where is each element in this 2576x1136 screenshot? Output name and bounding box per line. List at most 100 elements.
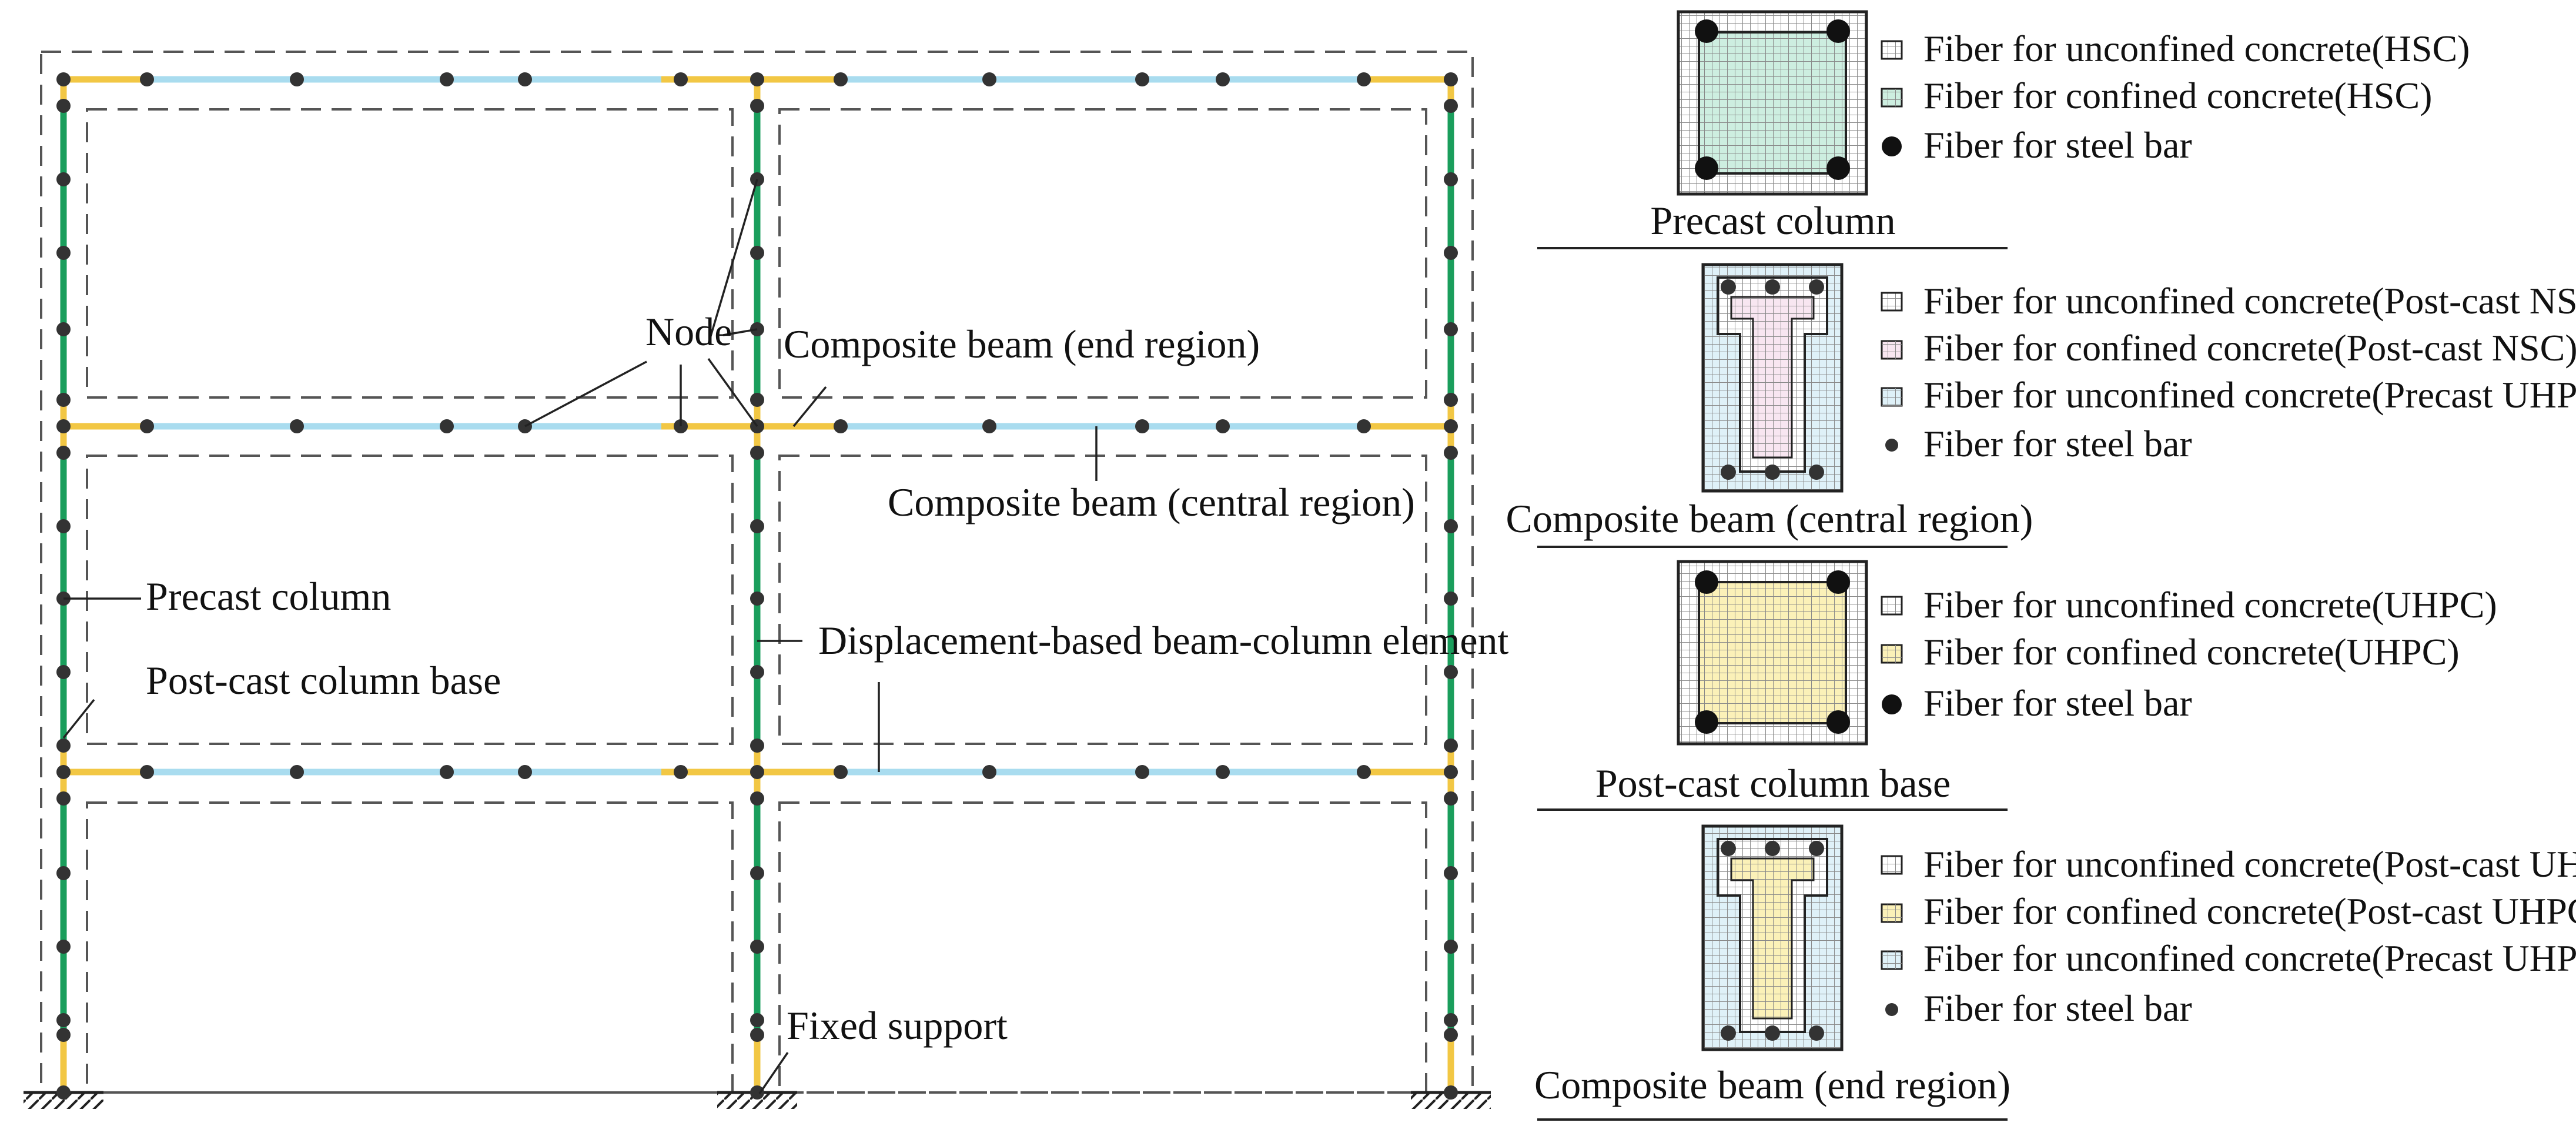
frame-node xyxy=(750,393,764,407)
frame-node xyxy=(56,739,71,753)
frame-node xyxy=(56,1028,71,1042)
frame-node xyxy=(56,99,71,113)
frame-node xyxy=(56,519,71,533)
frame-node xyxy=(1357,72,1371,86)
legend-text: Fiber for steel bar xyxy=(1923,124,2192,166)
section-2-legend: Fiber for unconfined concrete(Post-cast … xyxy=(1881,280,2576,465)
frame-node xyxy=(1444,99,1458,113)
section-2-drawing xyxy=(1701,263,1844,493)
frame-node xyxy=(56,665,71,679)
frame-node xyxy=(1444,246,1458,260)
frame-node xyxy=(56,791,71,806)
legend-swatch xyxy=(1881,855,1903,875)
legend-text: Fiber for confined concrete(Post-cast NS… xyxy=(1923,327,2576,369)
frame-node xyxy=(440,419,454,433)
frame-node xyxy=(290,72,304,86)
beam-group xyxy=(63,76,1451,776)
section-3-legend: Fiber for unconfined concrete(UHPC) Fibe… xyxy=(1881,584,2497,724)
panel-outline-top-left xyxy=(86,108,734,399)
legend-text: Fiber for confined concrete(HSC) xyxy=(1923,75,2432,116)
section-2-caption: Composite beam (central region) xyxy=(1506,496,2033,541)
frame-node xyxy=(1135,72,1149,86)
frame-node xyxy=(674,765,688,779)
legend-swatch xyxy=(1881,40,1903,60)
frame-node xyxy=(1444,72,1458,86)
frame-node xyxy=(56,172,71,186)
frame-node xyxy=(1135,765,1149,779)
frame-node xyxy=(290,419,304,433)
leader-fixed-support xyxy=(758,1052,789,1094)
node-group xyxy=(56,72,1458,1100)
panel-outline-mid-right xyxy=(778,455,1427,745)
label-composite-beam-central: Composite beam (central region) xyxy=(888,480,1415,524)
frame-node xyxy=(56,1013,71,1027)
label-post-cast-column-base: Post-cast column base xyxy=(146,658,501,703)
legend-text: Fiber for steel bar xyxy=(1923,682,2192,724)
frame-node xyxy=(750,665,764,679)
frame-node xyxy=(518,72,532,86)
legend-steel-bar-icon xyxy=(1885,1003,1898,1016)
frame-node xyxy=(440,765,454,779)
frame-node xyxy=(1444,1028,1458,1042)
frame-node xyxy=(982,419,996,433)
label-precast-column: Precast column xyxy=(146,574,391,619)
frame-node xyxy=(1444,519,1458,533)
legend-swatch xyxy=(1881,596,1903,616)
section-4-drawing xyxy=(1701,824,1844,1051)
section-post-cast-column-base: Post-cast column base Fiber for unconfin… xyxy=(1595,560,2497,806)
frame-node xyxy=(1444,393,1458,407)
frame-node xyxy=(750,1085,764,1100)
legend-text: Fiber for unconfined concrete(Post-cast … xyxy=(1923,280,2576,322)
label-displacement-element: Displacement-based beam-column element xyxy=(818,618,1509,663)
frame-node xyxy=(750,519,764,533)
legend-steel-bar-icon xyxy=(1882,136,1902,156)
frame-node xyxy=(750,246,764,260)
section-3-drawing xyxy=(1677,560,1868,746)
frame-node xyxy=(290,765,304,779)
frame-node xyxy=(834,419,848,433)
section-3-caption: Post-cast column base xyxy=(1595,761,1951,806)
legend-text: Fiber for confined concrete(Post-cast UH… xyxy=(1923,890,2576,932)
frame-node xyxy=(750,940,764,954)
frame-node xyxy=(1444,322,1458,336)
leader-composite-end xyxy=(792,386,827,427)
leader-node-b xyxy=(722,328,758,336)
section-4-caption: Composite beam (end region) xyxy=(1534,1063,2010,1107)
label-node: Node xyxy=(645,309,732,354)
frame-node xyxy=(1357,419,1371,433)
section-1-legend: Fiber for unconfined concrete(HSC) Fiber… xyxy=(1881,28,2470,166)
section-1-drawing xyxy=(1677,10,1868,196)
frame-node xyxy=(1357,765,1371,779)
frame-node xyxy=(56,419,71,433)
legend-text: Fiber for unconfined concrete(Precast UH… xyxy=(1923,374,2576,416)
legend-steel-bar-icon xyxy=(1882,694,1902,714)
frame-node xyxy=(750,72,764,86)
frame-node xyxy=(750,866,764,880)
frame-node xyxy=(440,72,454,86)
panel-outline-bottom-right xyxy=(778,801,1427,1094)
frame-node xyxy=(750,592,764,606)
frame-node xyxy=(1444,172,1458,186)
frame-node xyxy=(1135,419,1149,433)
legend-text: Fiber for steel bar xyxy=(1923,423,2192,465)
frame-node xyxy=(1216,419,1230,433)
frame-node xyxy=(56,866,71,880)
frame-node xyxy=(1216,765,1230,779)
label-composite-beam-end: Composite beam (end region) xyxy=(784,322,1260,366)
section-composite-beam-central: Composite beam (central region) Fiber fo… xyxy=(1506,263,2576,541)
legend-text: Fiber for confined concrete(UHPC) xyxy=(1923,631,2460,673)
frame-node xyxy=(56,940,71,954)
panel-outline-mid-left xyxy=(86,455,734,745)
frame-node xyxy=(56,1085,71,1100)
frame-node xyxy=(750,791,764,806)
frame-node xyxy=(56,446,71,460)
frame-node xyxy=(1444,866,1458,880)
frame-node xyxy=(140,72,154,86)
frame-node xyxy=(750,1013,764,1027)
frame-node xyxy=(982,765,996,779)
panel-outline-top-right xyxy=(778,108,1427,399)
legend-text: Fiber for unconfined concrete(HSC) xyxy=(1923,28,2470,69)
legend-text: Fiber for steel bar xyxy=(1923,987,2192,1029)
frame-node xyxy=(1444,739,1458,753)
